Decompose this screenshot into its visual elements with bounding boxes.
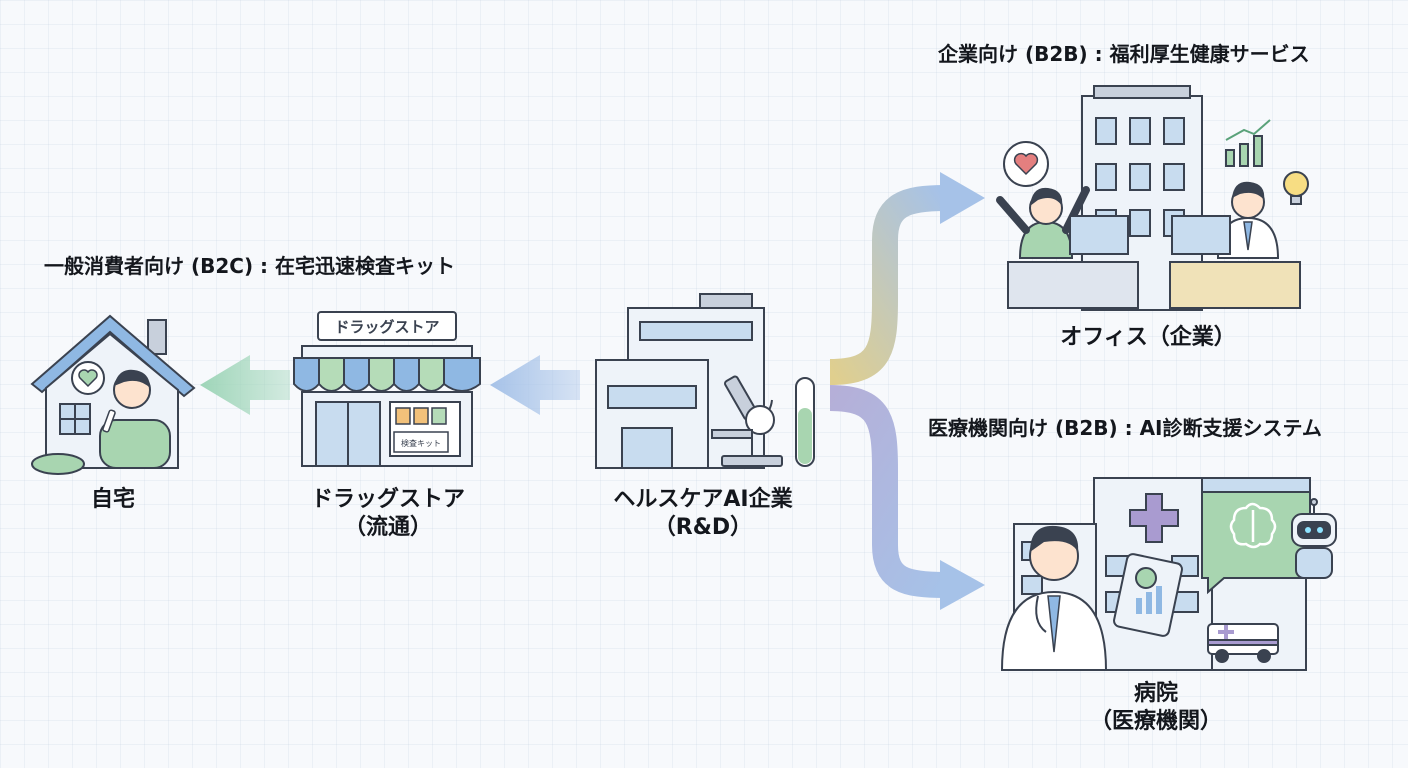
ambulance-icon — [1207, 623, 1279, 663]
hospital-label-main: 病院 — [1133, 681, 1178, 706]
microscope-icon — [711, 375, 783, 467]
chimney — [147, 319, 167, 355]
store-sign-board — [317, 311, 457, 341]
drugstore-label-sub: （流通） — [343, 514, 432, 540]
desk-right — [1169, 261, 1301, 309]
doctor — [1000, 525, 1108, 671]
monitors — [1069, 215, 1231, 255]
hospital-label-sub: （医療機関） — [1089, 708, 1222, 734]
drugstore-illustration: ドラッグストア 検査キット — [293, 311, 481, 467]
store-awning — [293, 357, 481, 392]
test-kit-box — [393, 431, 449, 453]
tablet-icon — [1113, 553, 1183, 637]
drugstore-label-main: ドラッグストア — [310, 487, 465, 512]
office-label: オフィス（企業） — [1060, 325, 1236, 350]
arrow-hospital-head — [940, 560, 985, 610]
desk-left — [1007, 261, 1139, 309]
b2b-office-heading: 企業向け (B2B) : 福利厚生健康サービス — [938, 42, 1310, 66]
b2c-heading: 一般消費者向け (B2C) : 在宅迅速検査キット — [44, 254, 456, 278]
test-stick-icon — [102, 409, 116, 433]
store-sign: ドラッグストア — [334, 318, 439, 336]
hospital-illustration — [1000, 477, 1337, 671]
home-label: 自宅 — [90, 487, 135, 512]
hospital-label: 病院 （医療機関） — [1064, 680, 1248, 735]
brain-icon — [1229, 502, 1277, 549]
office-illustration — [996, 85, 1309, 311]
company-label-sub: （R&D） — [653, 514, 753, 540]
drugstore-label: ドラッグストア （流通） — [290, 486, 486, 541]
arrow-company-to-drugstore — [490, 355, 580, 415]
lightbulb-icon — [1283, 171, 1309, 205]
company-illustration — [595, 293, 815, 469]
home-illustration — [30, 314, 196, 475]
arrow-drugstore-to-home — [200, 355, 290, 415]
bush — [31, 453, 85, 475]
hospital-cross-icon — [1129, 493, 1179, 543]
heart-speech-icon — [1003, 141, 1049, 187]
arrow-company-to-hospital — [829, 385, 946, 598]
b2b-medical-heading: 医療機関向け (B2B) : AI診断支援システム — [928, 416, 1322, 440]
test-kit-label: 検査キット — [401, 438, 441, 448]
test-tube-icon — [795, 377, 815, 467]
company-door — [621, 427, 673, 469]
arrow-company-to-office — [829, 185, 946, 385]
ai-screen — [1201, 477, 1311, 595]
heart-icon — [78, 369, 98, 388]
stethoscope-icon — [1035, 595, 1047, 633]
arrow-office-head — [940, 172, 985, 224]
person-body — [99, 419, 171, 469]
office-worker — [1216, 181, 1280, 259]
company-label-main: ヘルスケアAI企業 — [613, 487, 793, 512]
company-label: ヘルスケアAI企業 （R&D） — [590, 486, 816, 541]
house-roof — [30, 314, 196, 398]
robot-icon — [1291, 498, 1337, 579]
growth-chart-icon — [1225, 119, 1271, 167]
